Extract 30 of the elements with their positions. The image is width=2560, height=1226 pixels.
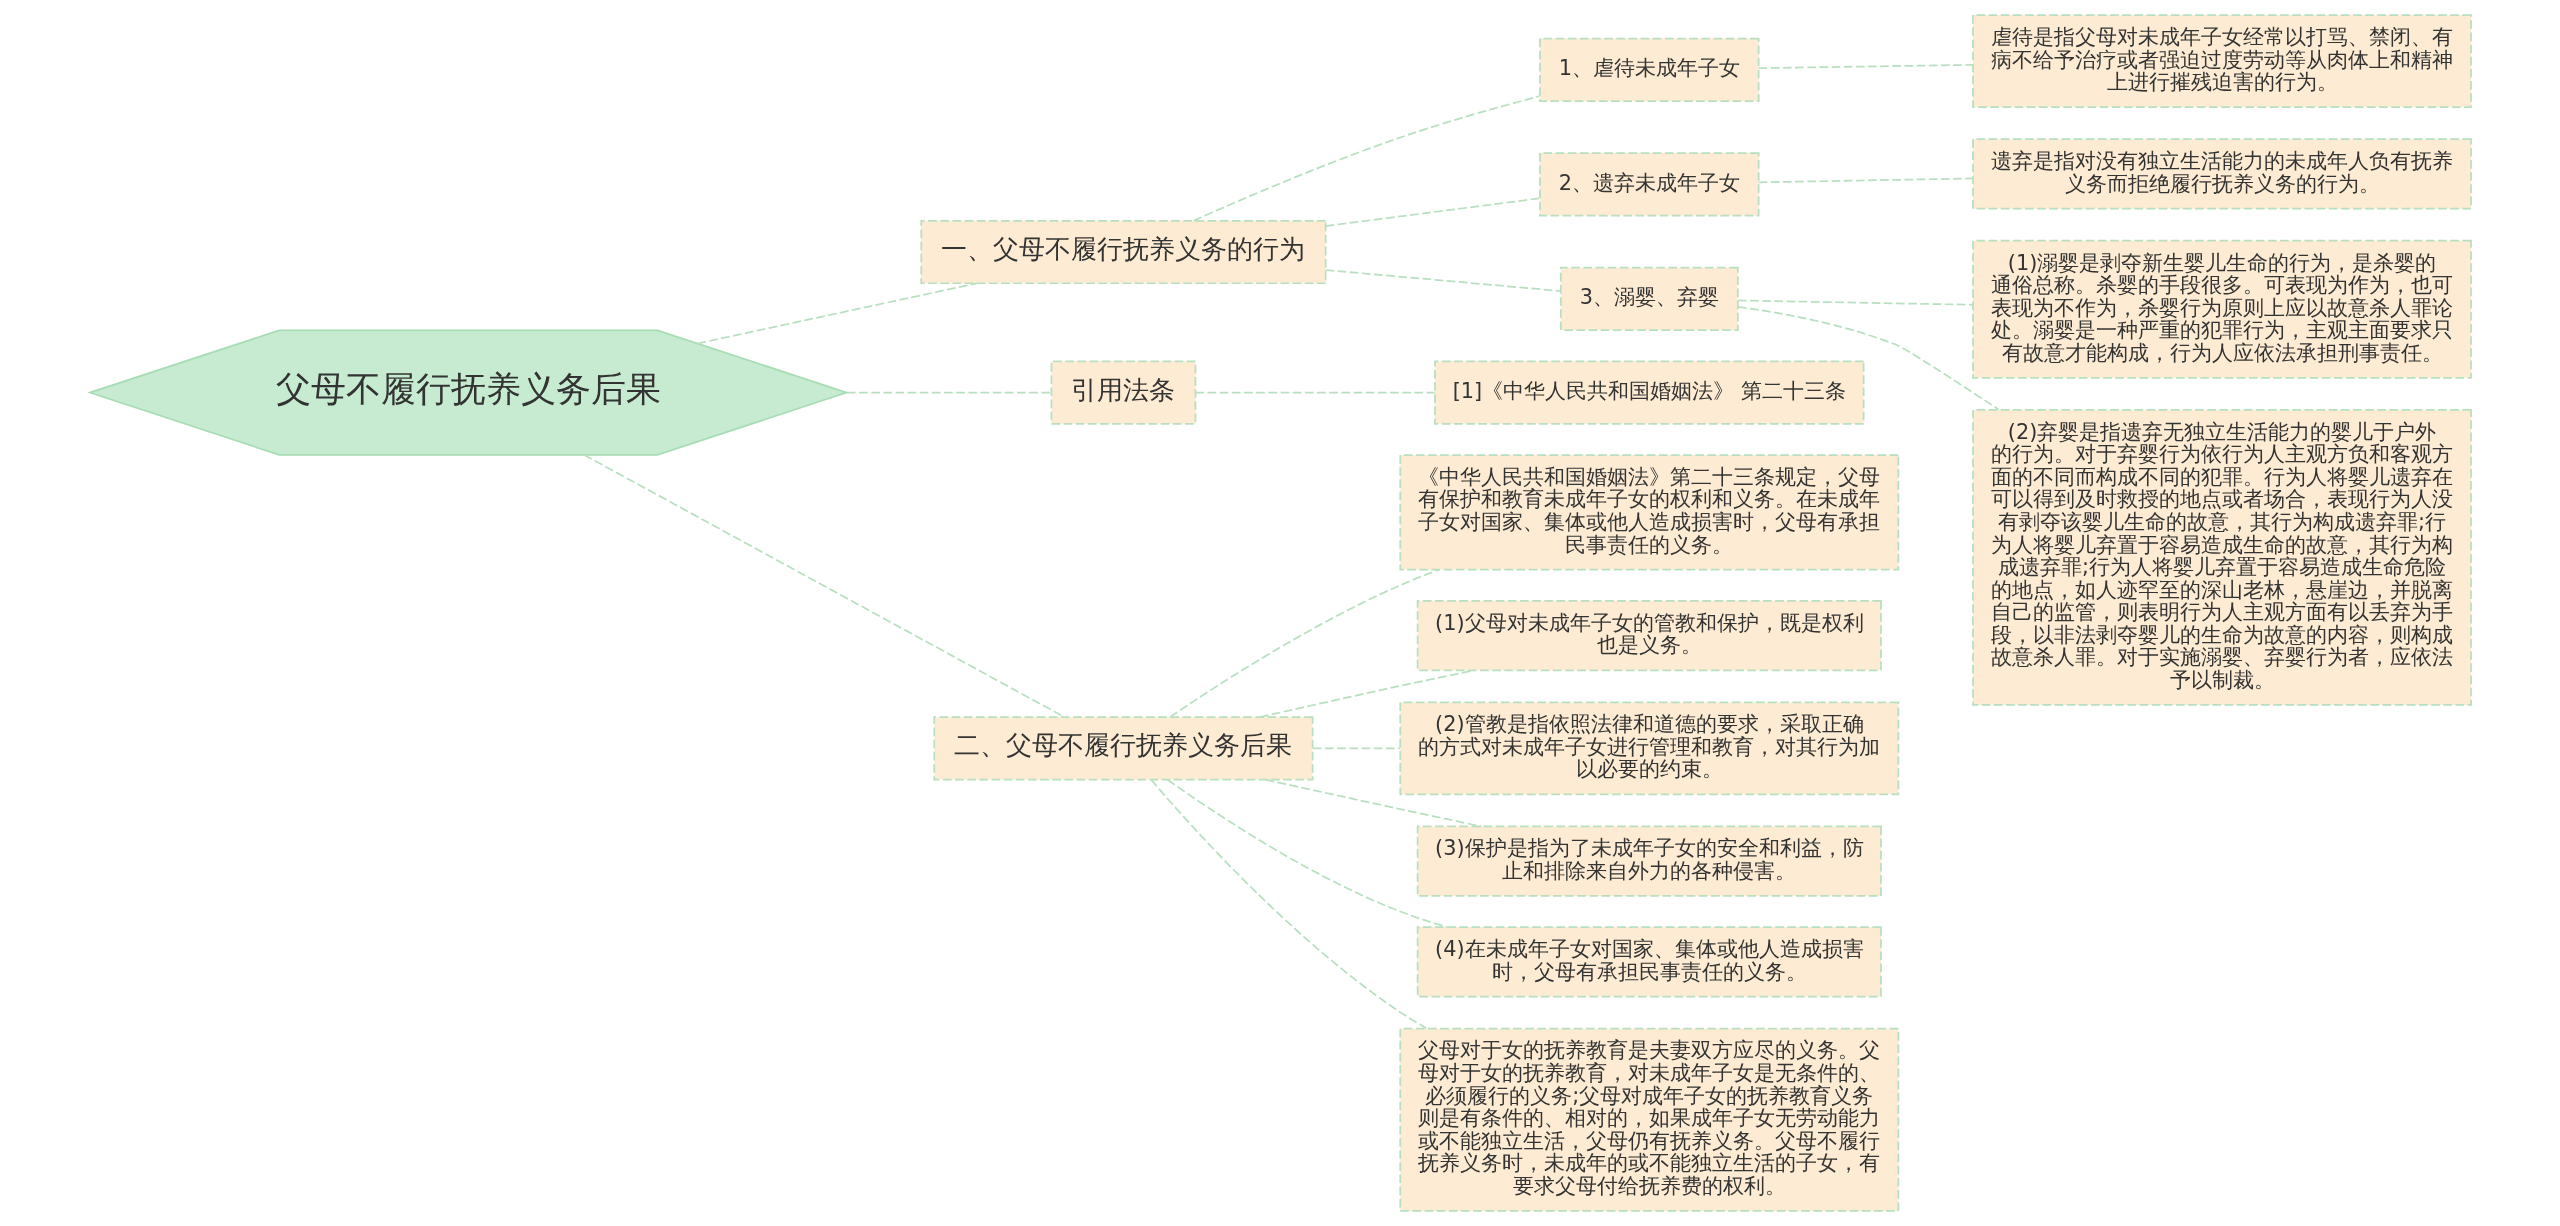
connector: [1736, 299, 1973, 306]
node-box: 3、溺婴、弃婴: [1559, 266, 1739, 331]
node-box: 一、父母不履行抚养义务的行为: [919, 219, 1326, 285]
connector: [1757, 177, 1973, 184]
node-box: [1]《中华人民共和国婚姻法》 第二十三条: [1433, 360, 1864, 425]
connector: [1311, 747, 1401, 750]
node-box: 《中华人民共和国婚姻法》第二十三条规定，父母有保护和教育未成年子女的权利和义务。在未成年子女对国家、集体或他人造成损害时，父母有承担民事责任的义务。: [1398, 454, 1899, 571]
connector: [1194, 391, 1435, 394]
connector: [1166, 778, 1448, 928]
node-box: 父母对于女的抚养教育是夫妻双方应尽的义务。父母对于女的抚养教育，对未成年子女是无条件的、必须履行的义务;父母对成年子女的抚养教育义务则是有条件的、相对的，如果成年子女无劳动能力或不能独立生活，父母仍有抚养义务。父母不履行抚养义务时，未成年的或不能独立生活的子女，有要求父母付给抚养费的权利。: [1398, 1027, 1899, 1212]
node-box: 虐待是指父母对未成年子女经常以打骂、禁闭、有病不给予治疗或者强迫过度劳动等从肉体上和精神上进行摧残迫害的行为。: [1971, 14, 2472, 108]
connector: [696, 282, 978, 345]
node-box: (3)保护是指为了未成年子女的安全和利益，防止和排除来自外力的各种侵害。: [1416, 825, 1882, 897]
node-box: (2)弃婴是指遗弃无独立生活能力的婴儿于户外的行为。对于弃婴行为依行为人主观方负和客观方面的不同而构成不同的犯罪。行为人将婴儿遗弃在可以得到及时救授的地点或者场合，表现行为人没有剥夺该婴儿生命的故意，其行为构成遗弃罪;行为人将婴儿弃置于容易造成生命的故意，其行为构成遗弃罪;行为人将婴儿弃置于容易造成生命危险的地点，如人迹罕至的深山老林，悬崖边，并脱离自己的监管，则表明行为人主观方面有以丢弃为手段，以非法剥夺婴儿的生命为故意的内容，则构成故意杀人罪。对于实施溺婴、弃婴行为者，应依法予以制裁。: [1971, 409, 2472, 706]
connector: [1757, 64, 1973, 69]
connector: [1324, 269, 1561, 292]
connector: [1324, 197, 1541, 227]
node-box: (2)管教是指依照法律和道德的要求，采取正确的方式对未成年子女进行管理和教育，对其行为加以必要的约束。: [1398, 701, 1899, 796]
node-box: (1)父母对未成年子女的管教和保护，既是权利也是义务。: [1416, 600, 1882, 672]
node-box: 引用法条: [1050, 360, 1196, 425]
node-box: 遗弃是指对没有独立生活能力的未成年人负有抚养义务而拒绝履行抚养义务的行为。: [1971, 138, 2472, 210]
connector: [1149, 778, 1427, 1030]
connector: [1192, 95, 1540, 222]
node-box: 1、虐待未成年子女: [1538, 37, 1759, 102]
connector: [1736, 306, 1999, 411]
connector: [845, 391, 1052, 394]
node-box: 2、遗弃未成年子女: [1538, 152, 1759, 217]
node-box: 二、父母不履行抚养义务后果: [932, 716, 1313, 781]
node-box: (4)在未成年子女对国家、集体或他人造成损害时，父母有承担民事责任的义务。: [1416, 926, 1882, 998]
node-box: (1)溺婴是剥夺新生婴儿生命的行为，是杀婴的通俗总称。杀婴的手段很多。可表现为作为，也可表现为不作为，杀婴行为原则上应以故意杀人罪论处。溺婴是一种严重的犯罪行为，主观主面要求只有故意才能构成，行为人应依法承担刑事责任。: [1971, 239, 2472, 379]
